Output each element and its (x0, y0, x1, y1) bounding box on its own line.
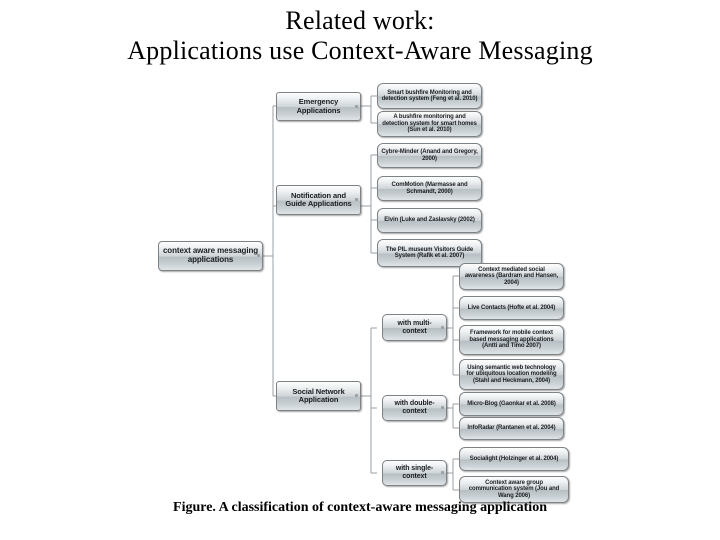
leaf-bushfire-smart-homes-label: A bushfire monitoring and detection syst… (382, 114, 477, 134)
leaf-framework-mobile-context-messaging[interactable]: Framework for mobile context based messa… (459, 325, 564, 355)
node-with-double-context-label: with double-context (394, 400, 435, 415)
leaf-cybre-minder[interactable]: Cybre-Minder (Anand and Gregory, 2000) (377, 143, 482, 168)
node-notification-guide-applications[interactable]: Notification and Guide Applications (276, 185, 361, 215)
connector-nub-icon (441, 471, 444, 474)
leaf-commotion-label: ComMotion (Marmasse and Schmandt, 2000) (391, 182, 468, 195)
connector-nub-icon (355, 104, 358, 108)
leaf-context-aware-group-communication-label: Context aware group communication system… (468, 479, 560, 499)
connector-nub-icon (257, 254, 260, 257)
leaf-inforadar-label: InfoRadar (Rantanen et al. 2004) (467, 425, 556, 432)
leaf-micro-blog-label: Micro-Blog (Gaonkar et al. 2008) (467, 400, 556, 407)
leaf-context-aware-group-communication[interactable]: Context aware group communication system… (459, 476, 569, 503)
leaf-smart-bushfire-monitoring-label: Smart bushfire Monitoring and detection … (381, 89, 478, 102)
leaf-bushfire-smart-homes[interactable]: A bushfire monitoring and detection syst… (377, 111, 482, 137)
title-line-2: Applications use Context-Aware Messaging (127, 36, 593, 65)
node-social-network-application[interactable]: Social Network Application (276, 381, 361, 411)
leaf-pil-museum-guide-label: The PIL museum Visitors Guide System (Ra… (385, 246, 474, 259)
leaf-context-mediated-social-awareness[interactable]: Context mediated social awareness (Bardr… (459, 263, 564, 290)
node-with-multi-context-label: with multi-context (397, 319, 432, 335)
figure-caption: Figure. A classification of context-awar… (173, 500, 547, 515)
page-title: Related work: Applications use Context-A… (0, 6, 720, 66)
leaf-cybre-minder-label: Cybre-Minder (Anand and Gregory, 2000) (381, 149, 478, 162)
leaf-live-contacts[interactable]: Live Contacts (Hofte et al. 2004) (459, 296, 564, 320)
leaf-elvin[interactable]: Elvin (Luke and Zaslavsky (2002) (377, 208, 482, 233)
connector-nub-icon (355, 394, 358, 397)
node-with-single-context-label: with single-context (395, 465, 434, 480)
node-root-label: context aware messaging applications (162, 246, 259, 264)
leaf-micro-blog[interactable]: Micro-Blog (Gaonkar et al. 2008) (459, 392, 564, 416)
leaf-framework-mobile-context-messaging-label: Framework for mobile context based messa… (469, 330, 554, 350)
node-emergency-applications[interactable]: Emergency Applications (276, 92, 361, 121)
leaf-semantic-web-location-modeling[interactable]: Using semantic web technology for ubiqui… (459, 359, 564, 390)
connector-nub-icon (441, 406, 444, 409)
diagram-connectors (263, 95, 459, 491)
node-social-network-application-label: Social Network Application (292, 386, 345, 404)
node-with-single-context[interactable]: with single-context (382, 460, 447, 486)
title-line-1: Related work: (285, 6, 435, 35)
node-notification-guide-applications-label: Notification and Guide Applications (285, 190, 352, 208)
node-emergency-applications-label: Emergency Applications (296, 97, 341, 115)
leaf-context-mediated-social-awareness-label: Context mediated social awareness (Bardr… (464, 266, 559, 286)
connector-nub-icon (441, 325, 444, 329)
leaf-pil-museum-guide[interactable]: The PIL museum Visitors Guide System (Ra… (377, 239, 482, 267)
leaf-elvin-label: Elvin (Luke and Zaslavsky (2002) (384, 217, 475, 224)
leaf-semantic-web-location-modeling-label: Using semantic web technology for ubiqui… (466, 364, 557, 384)
node-root[interactable]: context aware messaging applications (158, 241, 263, 271)
classification-diagram: context aware messaging applications Eme… (0, 78, 720, 503)
leaf-socialight-label: Socialight (Holzinger et al. 2004) (469, 455, 559, 462)
leaf-commotion[interactable]: ComMotion (Marmasse and Schmandt, 2000) (377, 176, 482, 201)
leaf-inforadar[interactable]: InfoRadar (Rantanen et al. 2004) (459, 417, 564, 440)
node-with-multi-context[interactable]: with multi-context (382, 314, 447, 341)
leaf-live-contacts-label: Live Contacts (Hofte et al. 2004) (467, 304, 556, 311)
leaf-socialight[interactable]: Socialight (Holzinger et al. 2004) (459, 447, 569, 471)
leaf-smart-bushfire-monitoring[interactable]: Smart bushfire Monitoring and detection … (377, 83, 482, 109)
connector-nub-icon (355, 198, 358, 201)
node-with-double-context[interactable]: with double-context (382, 395, 447, 421)
